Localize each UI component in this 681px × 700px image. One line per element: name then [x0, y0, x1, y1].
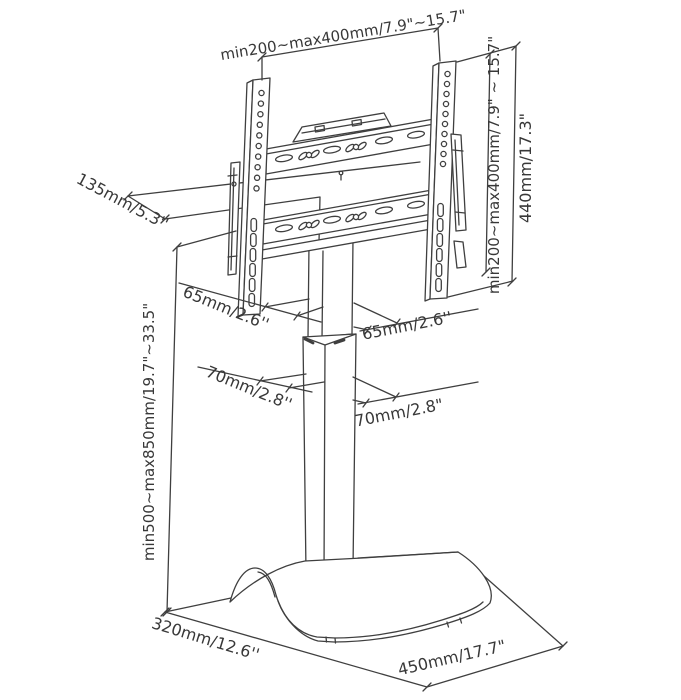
right-side-dimensions [447, 41, 521, 298]
dim-label-lower-column-left: 70mm/2.8'' [203, 362, 295, 414]
crossbar-slots [274, 130, 426, 233]
wing-screws [298, 141, 367, 231]
stand-height-dimension [162, 230, 237, 617]
right-rail-slots [435, 202, 444, 293]
left-vesa-rail [237, 77, 271, 318]
dim-label-lower-column-right: 70mm/2.8" [353, 395, 445, 431]
dim-label-depth: 135mm/5.3'' [73, 169, 171, 233]
top-width-dimension [257, 23, 443, 81]
wing-screw [345, 141, 367, 153]
upper-column-dimensions [178, 282, 479, 335]
right-hook-bracket [450, 133, 467, 269]
wing-screw [345, 211, 367, 223]
dim-label-bracket-height: 440mm/17.3" [516, 113, 535, 223]
left-rail-holes [253, 89, 265, 192]
upper-column [307, 238, 354, 340]
wing-screw [298, 219, 320, 231]
right-rail-holes [439, 70, 451, 168]
ground-outline [160, 552, 568, 692]
lower-column-dimensions [197, 366, 479, 408]
dim-label-vesa-height: min200~max400mm/7.9" ~ 15.7" [485, 36, 503, 294]
left-hook-bracket [227, 161, 241, 276]
center-plate [292, 112, 392, 143]
wing-screw [298, 149, 320, 161]
dim-label-base-depth: 320mm/12.6'' [150, 613, 262, 664]
base [229, 551, 492, 644]
left-rail-slots [248, 217, 258, 308]
right-vesa-rail [424, 60, 457, 302]
keyhole-slot [338, 170, 344, 181]
dim-label-top-width: min200~max400mm/7.9"~15.7" [219, 6, 467, 64]
lower-column [302, 333, 357, 575]
dim-label-base-width: 450mm/17.7" [396, 636, 508, 679]
dim-label-stand-height: min500~max850mm/19.7"~33.5" [140, 303, 158, 561]
depth-dimension [123, 191, 170, 224]
